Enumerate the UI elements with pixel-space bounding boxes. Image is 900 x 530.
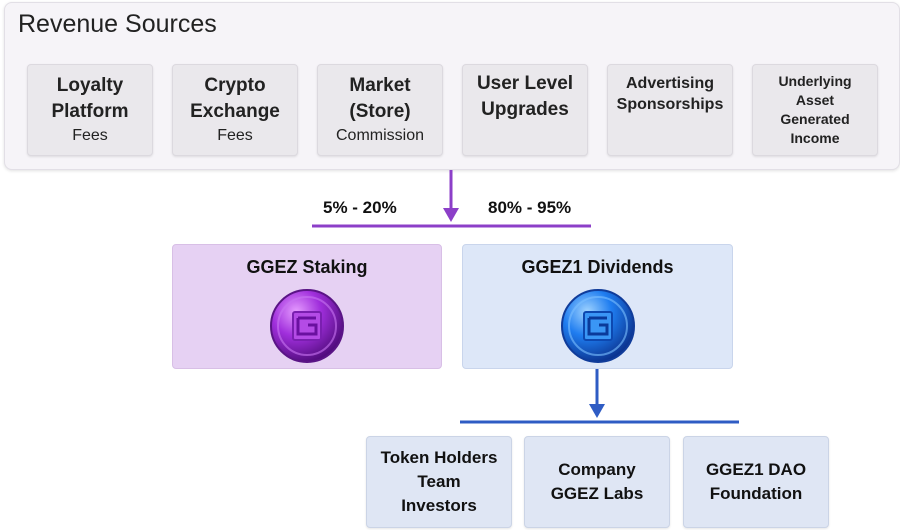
source-line: Income: [790, 130, 840, 146]
source-line: Asset: [795, 92, 835, 108]
source-line: Generated: [780, 111, 850, 127]
revenue-sources-panel: [4, 2, 900, 170]
source-line: Loyalty: [56, 75, 124, 96]
source-sub: Fees: [217, 127, 253, 144]
ggez-staking-box: GGEZ Staking: [172, 244, 442, 369]
source-line: User Level: [476, 73, 574, 94]
recipient-line: Team: [417, 472, 461, 491]
staking-percentage-label: 5% - 20%: [323, 198, 397, 217]
recipient-company: Company GGEZ Labs: [524, 436, 670, 528]
source-advertising-sponsorships: Advertising Sponsorships: [607, 64, 733, 156]
source-crypto-exchange: Crypto Exchange Fees: [172, 64, 298, 156]
ggez-purple-coin-icon: [270, 289, 344, 363]
source-underlying-asset-income: Underlying Asset Generated Income: [752, 64, 878, 156]
dividends-percentage-label: 80% - 95%: [488, 198, 572, 217]
recipient-token-holders: Token Holders Team Investors: [366, 436, 512, 528]
recipient-line: GGEZ1 DAO: [705, 460, 807, 479]
recipient-line: Investors: [401, 496, 477, 515]
purple-arrow-head: [443, 208, 459, 222]
blue-arrow-head: [589, 404, 605, 418]
source-line: Upgrades: [481, 99, 569, 120]
revenue-sources-title: Revenue Sources: [18, 10, 217, 38]
source-market-store: Market (Store) Commission: [317, 64, 443, 156]
ggez-blue-coin-icon: [560, 289, 635, 363]
ggez-staking-title: GGEZ Staking: [246, 257, 368, 277]
source-line: Crypto: [204, 75, 266, 96]
recipient-line: Token Holders: [380, 448, 498, 467]
recipient-line: GGEZ Labs: [550, 484, 644, 503]
recipient-line: Foundation: [709, 484, 803, 503]
source-line: Exchange: [190, 101, 280, 122]
source-line: Advertising: [625, 75, 714, 92]
source-user-level-upgrades: User Level Upgrades: [462, 64, 588, 156]
ggez1-dividends-box: GGEZ1 Dividends: [462, 244, 733, 369]
source-line: Market: [349, 75, 411, 96]
source-line: (Store): [349, 101, 411, 122]
source-sub: Fees: [72, 127, 108, 144]
ggez1-dividends-title: GGEZ1 Dividends: [521, 257, 674, 277]
recipient-line: Company: [558, 460, 636, 479]
source-line: Platform: [51, 101, 129, 122]
source-sub: Commission: [335, 127, 424, 144]
source-line: Underlying: [778, 73, 852, 89]
source-line: Sponsorships: [616, 96, 724, 113]
recipient-dao-foundation: GGEZ1 DAO Foundation: [683, 436, 829, 528]
source-loyalty-platform: Loyalty Platform Fees: [27, 64, 153, 156]
